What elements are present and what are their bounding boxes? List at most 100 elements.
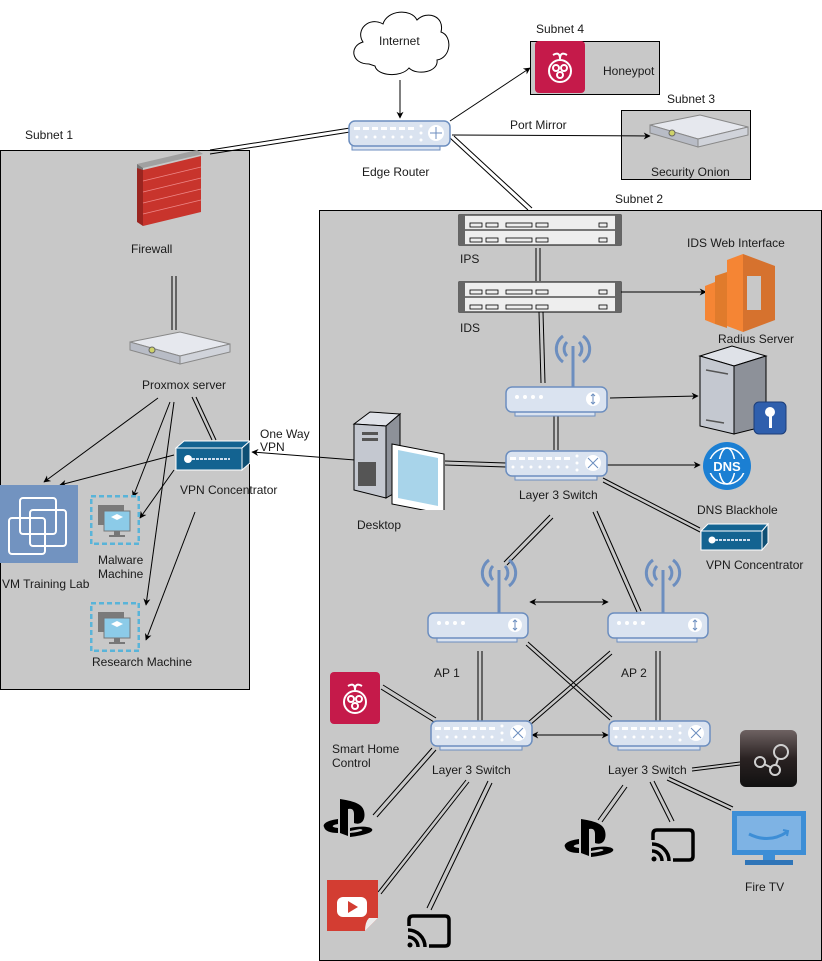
vm-cluster-icon	[0, 485, 78, 563]
smart-home-label: Smart Home Control	[332, 742, 400, 770]
ids-node[interactable]: IDS	[458, 281, 623, 341]
desktop-node[interactable]: Desktop	[352, 410, 452, 535]
youtube-icon	[327, 880, 378, 931]
link-vpn-vmlab	[59, 454, 175, 487]
playstation-right-node[interactable]	[563, 817, 615, 859]
l3-switch-icon	[608, 720, 711, 751]
playstation-icon	[564, 819, 614, 857]
link-switch-ap1	[503, 514, 554, 566]
vpn-concentrator-2-node[interactable]: VPN Concentrator	[699, 522, 815, 573]
youtube-node[interactable]	[327, 880, 379, 932]
security-onion-node[interactable]: Security Onion	[640, 113, 750, 179]
ap2-node[interactable]: AP 2	[607, 558, 711, 688]
link-switch-ap2	[592, 510, 642, 613]
dns-globe-icon: DNS	[703, 442, 751, 490]
virtual-machine-icon	[89, 494, 141, 546]
security-onion-label: Security Onion	[651, 165, 730, 179]
link-switch-vpn2	[602, 477, 701, 533]
radius-server-node[interactable]: Radius Server	[690, 330, 815, 440]
vpn-box-icon	[174, 439, 252, 472]
l3-switch-main-node[interactable]: Layer 3 Switch	[505, 450, 609, 502]
link-switch-firetv	[666, 776, 734, 811]
rack-appliance-icon	[458, 281, 622, 313]
playstation-icon	[323, 799, 373, 837]
subnet-3-label: Subnet 3	[667, 92, 716, 106]
link-desktop-vpn	[251, 448, 356, 461]
dns-blackhole-node[interactable]: DNS DNS Blackhole	[695, 440, 795, 520]
internet-node[interactable]: Internet	[347, 6, 455, 78]
server-icon	[129, 331, 231, 365]
research-machine-label: Research Machine	[92, 655, 193, 669]
link-ap-radius	[609, 392, 699, 400]
desktop-computer-icon	[352, 411, 445, 515]
radius-server-icon	[698, 345, 787, 435]
link-firewall-proxmox	[171, 276, 177, 330]
svg-text:DNS: DNS	[713, 459, 741, 474]
ips-node[interactable]: IPS	[458, 214, 623, 274]
link-proxmox-research	[143, 401, 175, 606]
proxmox-label: Proxmox server	[142, 378, 227, 392]
ap2-label: AP 2	[621, 666, 647, 680]
malware-machine-node[interactable]: Malware Machine	[89, 494, 160, 585]
ids-web-interface-label: IDS Web Interface	[687, 236, 785, 250]
server-icon	[649, 114, 749, 148]
l3-switch-icon	[430, 720, 533, 751]
vpn-concentrator-1-node[interactable]: VPN Concentrator	[174, 439, 284, 500]
link-proxmox-malware	[132, 401, 171, 498]
ids-web-interface-node[interactable]: IDS Web Interface	[685, 236, 785, 336]
link-ids-ap	[538, 311, 546, 384]
link-router-firewall	[209, 127, 351, 155]
subnet-1-label: Subnet 1	[25, 128, 74, 142]
wireless-ap-icon	[505, 334, 608, 417]
link-switch-steam	[691, 761, 741, 772]
ap1-label: AP 1	[434, 666, 460, 680]
steam-node[interactable]	[740, 730, 798, 788]
vpn-concentrator-2-label: VPN Concentrator	[706, 558, 804, 572]
edge-router-node[interactable]: Edge Router	[348, 120, 452, 179]
fire-tv-label: Fire TV	[745, 880, 785, 894]
wireless-ap-main-node[interactable]	[505, 330, 611, 420]
link-switch-youtube	[377, 779, 470, 895]
internet-label: Internet	[379, 34, 420, 48]
l3-switch-left-label: Layer 3 Switch	[432, 763, 511, 777]
link-vpn-malware	[139, 469, 175, 519]
l3-switch-left-node[interactable]: Layer 3 Switch	[430, 720, 534, 780]
link-smarthome-switch	[380, 684, 437, 723]
raspberry-pi-icon	[535, 41, 585, 93]
cast-right-node[interactable]	[649, 828, 697, 864]
vm-training-lab-node[interactable]: VM Training Lab	[0, 485, 95, 595]
research-machine-node[interactable]: Research Machine	[89, 601, 210, 672]
link-vpn-research	[144, 511, 196, 641]
link-router-ips	[449, 135, 533, 211]
cast-left-node[interactable]	[405, 914, 453, 950]
l3-switch-right-node[interactable]: Layer 3 Switch	[608, 720, 712, 780]
rack-appliance-icon	[458, 214, 622, 246]
ap1-node[interactable]: AP 1	[427, 558, 531, 688]
l3-switch-right-label: Layer 3 Switch	[608, 763, 687, 777]
fire-tv-node[interactable]: Fire TV	[731, 810, 811, 900]
honeypot-label: Honeypot	[603, 64, 655, 78]
l3-switch-main-label: Layer 3 Switch	[519, 488, 598, 502]
link-switch-ps-left	[372, 747, 437, 818]
steam-icon	[740, 730, 797, 787]
proxmox-node[interactable]: Proxmox server	[126, 330, 236, 396]
link-proxmox-vmlab	[43, 397, 159, 483]
malware-machine-label: Malware Machine	[98, 553, 144, 581]
aws-compute-icon	[705, 254, 775, 332]
playstation-left-node[interactable]	[322, 797, 374, 839]
ips-label: IPS	[460, 252, 480, 266]
cast-icon	[407, 914, 451, 948]
firewall-node[interactable]: Firewall	[131, 150, 205, 260]
fire-tv-icon	[732, 811, 806, 865]
vpn-concentrator-1-label: VPN Concentrator	[180, 483, 278, 497]
vm-training-lab-label: VM Training Lab	[2, 577, 90, 591]
link-ap2-sw-left	[527, 650, 613, 726]
wireless-ap-icon	[607, 558, 709, 643]
l3-switch-icon	[505, 450, 608, 481]
link-router-honeypot	[449, 67, 531, 122]
honeypot-node[interactable]: Honeypot	[535, 41, 660, 95]
wireless-ap-icon	[427, 558, 529, 643]
smart-home-node[interactable]: Smart Home Control	[330, 672, 420, 772]
router-icon	[348, 120, 451, 151]
